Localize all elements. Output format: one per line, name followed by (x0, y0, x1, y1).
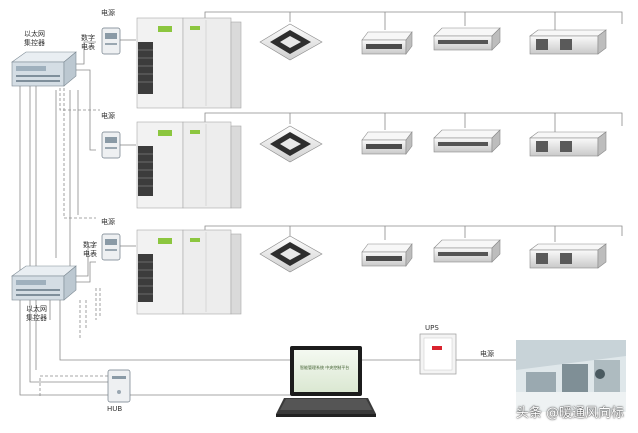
cassette-unit-row-2 (259, 125, 323, 163)
hub-label: HUB (107, 405, 123, 413)
power-label-1: 电源 (101, 9, 115, 17)
outdoor-unit-row-3 (136, 229, 242, 315)
duct-unit-row-1 (433, 27, 501, 51)
ethernet-controller-2-label: 以太网 集控器 (26, 305, 47, 322)
high-static-duct-unit-row-1 (529, 29, 607, 55)
outdoor-unit-row-1 (136, 17, 242, 109)
wiring (19, 11, 623, 396)
slim-duct-unit-row-1 (361, 31, 413, 55)
ethernet-controller-1-label: 以太网 集控器 (24, 30, 45, 47)
digital-meter-label-1: 数字 电表 (81, 34, 95, 51)
duct-unit-row-2 (433, 129, 501, 153)
watermark: 头条 @暖通风向标 (515, 406, 624, 421)
ups-cabinet (419, 333, 457, 375)
slim-duct-unit-row-3 (361, 243, 413, 267)
laptop (276, 346, 376, 417)
hub-device (107, 369, 131, 403)
ethernet-controller-1 (11, 51, 77, 87)
digital-meter-3 (101, 233, 121, 261)
high-static-duct-unit-row-3 (529, 243, 607, 269)
row3-bus-line (204, 225, 623, 236)
high-static-duct-unit-row-2 (529, 131, 607, 157)
slim-duct-unit-row-2 (361, 131, 413, 155)
power-label-3: 电源 (101, 218, 115, 226)
cassette-unit-row-3 (259, 235, 323, 273)
digital-meter-label-3: 数字 电表 (83, 241, 97, 258)
digital-meter-2 (101, 131, 121, 159)
cassette-unit-row-1 (259, 23, 323, 61)
power-supply-label: 电源 (480, 350, 494, 358)
digital-meter-1 (101, 27, 121, 55)
row1-bus-line (204, 11, 623, 24)
duct-unit-row-3 (433, 239, 501, 263)
row2-bus-line (204, 112, 623, 126)
power-label-2: 电源 (101, 112, 115, 120)
ups-label: UPS (425, 324, 439, 332)
control-room-illustration (516, 340, 626, 412)
outdoor-unit-row-2 (136, 121, 242, 209)
ethernet-controller-2 (11, 265, 77, 301)
laptop-screen-text: 智能管理系统 中央控制平台 (300, 365, 350, 370)
